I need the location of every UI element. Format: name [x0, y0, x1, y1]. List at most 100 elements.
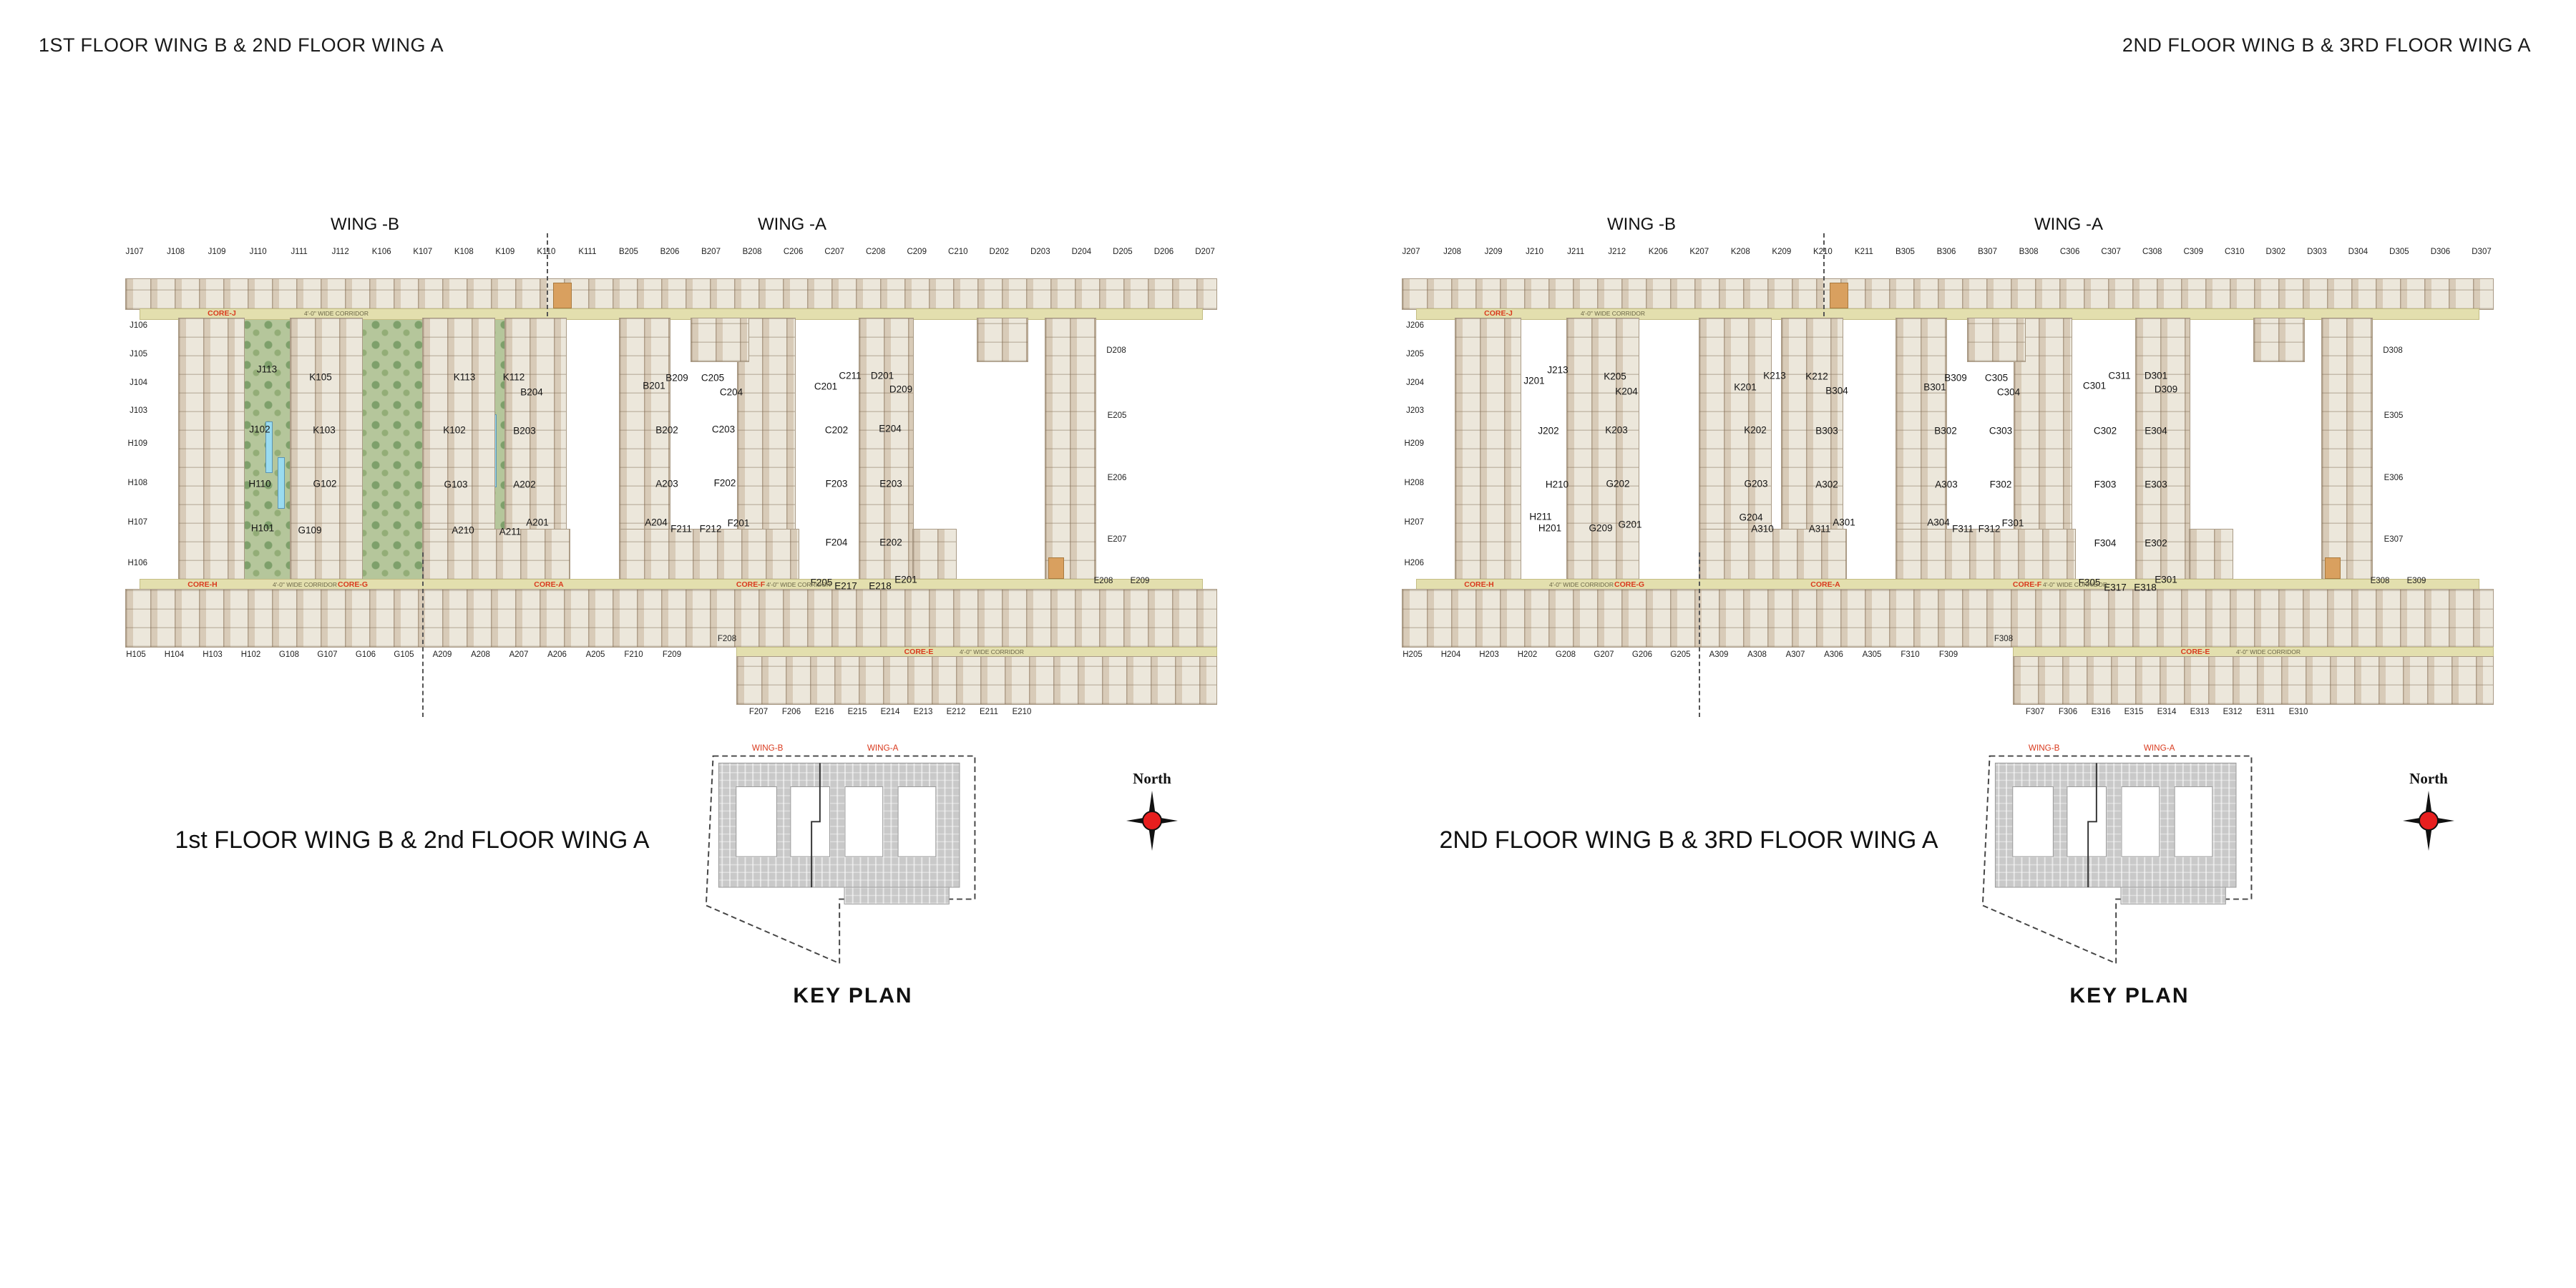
unit-label-left: H207 — [1404, 518, 1425, 527]
unit-label-interior: B203 — [513, 425, 536, 436]
unit-label-interior: H211 — [1529, 511, 1552, 522]
unit-label-interior: C303 — [1989, 425, 2013, 436]
wing-a-label: WING -A — [2034, 215, 2103, 234]
unit-band-extension — [736, 656, 1217, 705]
unit-label-interior: K112 — [502, 371, 525, 383]
unit-label-interior: F203 — [825, 478, 848, 489]
unit-label-interior: G102 — [313, 478, 337, 489]
unit-label-interior: J113 — [256, 364, 278, 375]
unit-label-bottom: A309 — [1709, 650, 1729, 659]
unit-label-interior: A201 — [526, 517, 549, 528]
unit-label-top: D203 — [1030, 248, 1050, 256]
unit-label-interior: E218 — [869, 580, 892, 592]
unit-label-bottom: G206 — [1631, 650, 1653, 659]
unit-label-top: K210 — [1813, 248, 1833, 256]
unit-band-top — [125, 278, 1217, 310]
keyplan-wing-split — [811, 763, 821, 887]
unit-column-6 — [2135, 318, 2190, 580]
corridor-top — [140, 308, 1203, 320]
corridor-bottom — [1416, 579, 2479, 590]
unit-label-bottom: F209 — [662, 650, 682, 659]
unit-label-top: K209 — [1772, 248, 1792, 256]
unit-band-extension — [2013, 656, 2494, 705]
unit-label-interior: F312 — [1978, 523, 2001, 535]
accent-unit-0 — [1830, 283, 1848, 308]
unit-label-interior: E202 — [879, 537, 902, 548]
core-label: CORE-J — [1484, 309, 1513, 318]
core-label: CORE-F — [736, 580, 766, 589]
wing-divider-top — [547, 233, 548, 316]
unit-label-interior: J201 — [1523, 375, 1545, 386]
unit-label-top: D307 — [2472, 248, 2492, 256]
unit-label-bottom: G208 — [1555, 650, 1576, 659]
unit-label-top: J211 — [1567, 248, 1585, 256]
wing-divider-bottom — [1699, 552, 1700, 717]
north-compass-icon: North — [2393, 769, 2464, 862]
corridor-note: 4'-0" WIDE CORRIDOR — [959, 648, 1025, 655]
unit-label-top: J107 — [125, 248, 144, 256]
keyplan-boundary — [705, 755, 976, 965]
unit-label-interior: G209 — [1589, 522, 1613, 534]
corridor-note: 4'-0" WIDE CORRIDOR — [2235, 648, 2301, 655]
unit-band-bottom — [1402, 589, 2494, 648]
unit-label-interior: C201 — [814, 381, 838, 392]
unit-label-extension: E314 — [2157, 708, 2177, 716]
unit-label-top: K107 — [413, 248, 433, 256]
core-label: CORE-A — [1810, 580, 1840, 589]
unit-label-right: E205 — [1107, 411, 1127, 420]
unit-label-interior: B302 — [1934, 425, 1957, 436]
unit-label-interior: E318 — [2134, 582, 2157, 593]
unit-label-top: C310 — [2225, 248, 2245, 256]
unit-label-right: E208 — [1093, 577, 1113, 585]
unit-label-interior: D209 — [889, 384, 913, 395]
unit-label-bottom: A208 — [471, 650, 490, 659]
unit-label-interior: E203 — [879, 478, 902, 489]
unit-label-left: J103 — [130, 406, 147, 415]
unit-label-bottom: A207 — [509, 650, 529, 659]
unit-label-right: E309 — [2406, 577, 2426, 585]
core-label: CORE-F — [2012, 580, 2042, 589]
unit-label-interior: C311 — [2108, 370, 2131, 381]
unit-label-extension: E310 — [2288, 708, 2308, 716]
unit-label-interior: A204 — [645, 517, 668, 528]
unit-label-top: J212 — [1608, 248, 1626, 256]
unit-label-top: J109 — [208, 248, 226, 256]
unit-label-bottom: H103 — [203, 650, 223, 659]
corridor-top — [1416, 308, 2479, 320]
unit-label-right: E307 — [2384, 535, 2404, 544]
wing-a-label: WING -A — [758, 215, 826, 234]
keyplan-wing-split — [2087, 763, 2097, 887]
unit-label-top: C308 — [2142, 248, 2162, 256]
unit-label-interior: G201 — [1618, 519, 1642, 530]
unit-label-right: E207 — [1107, 535, 1127, 544]
north-label: North — [1133, 770, 1171, 787]
unit-label-top: J209 — [1484, 248, 1503, 256]
unit-label-left: J104 — [130, 379, 147, 387]
unit-label-interior: A303 — [1935, 479, 1958, 490]
unit-label-top: D205 — [1113, 248, 1133, 256]
unit-label-extension: F307 — [2025, 708, 2045, 716]
unit-label-interior: B204 — [520, 386, 543, 398]
unit-label-bottom: H104 — [164, 650, 185, 659]
unit-label-left: H206 — [1404, 559, 1425, 567]
unit-label-top: C208 — [865, 248, 886, 256]
core-label: CORE-E — [2180, 648, 2210, 656]
unit-label-interior: A304 — [1927, 517, 1950, 528]
unit-column-0 — [178, 318, 245, 580]
unit-label-bottom: G105 — [394, 650, 414, 659]
unit-top-seg-0 — [1967, 318, 2026, 362]
unit-column-0 — [1455, 318, 1521, 580]
floor-plan-right: 2ND FLOOR WING B & 3RD FLOOR WING A KEY … — [1402, 215, 2494, 1045]
unit-label-right: E206 — [1107, 474, 1127, 482]
unit-bottom-seg-2 — [912, 529, 957, 580]
unit-label-interior: E301 — [2155, 574, 2177, 585]
unit-label-top: K110 — [537, 248, 556, 256]
unit-label-interior: F202 — [713, 477, 736, 489]
unit-label-interior: B209 — [665, 372, 688, 384]
unit-bottom-seg-1 — [1896, 529, 2076, 580]
unit-label-bottom: H202 — [1517, 650, 1538, 659]
unit-band-top — [1402, 278, 2494, 310]
unit-label-top: K108 — [454, 248, 474, 256]
